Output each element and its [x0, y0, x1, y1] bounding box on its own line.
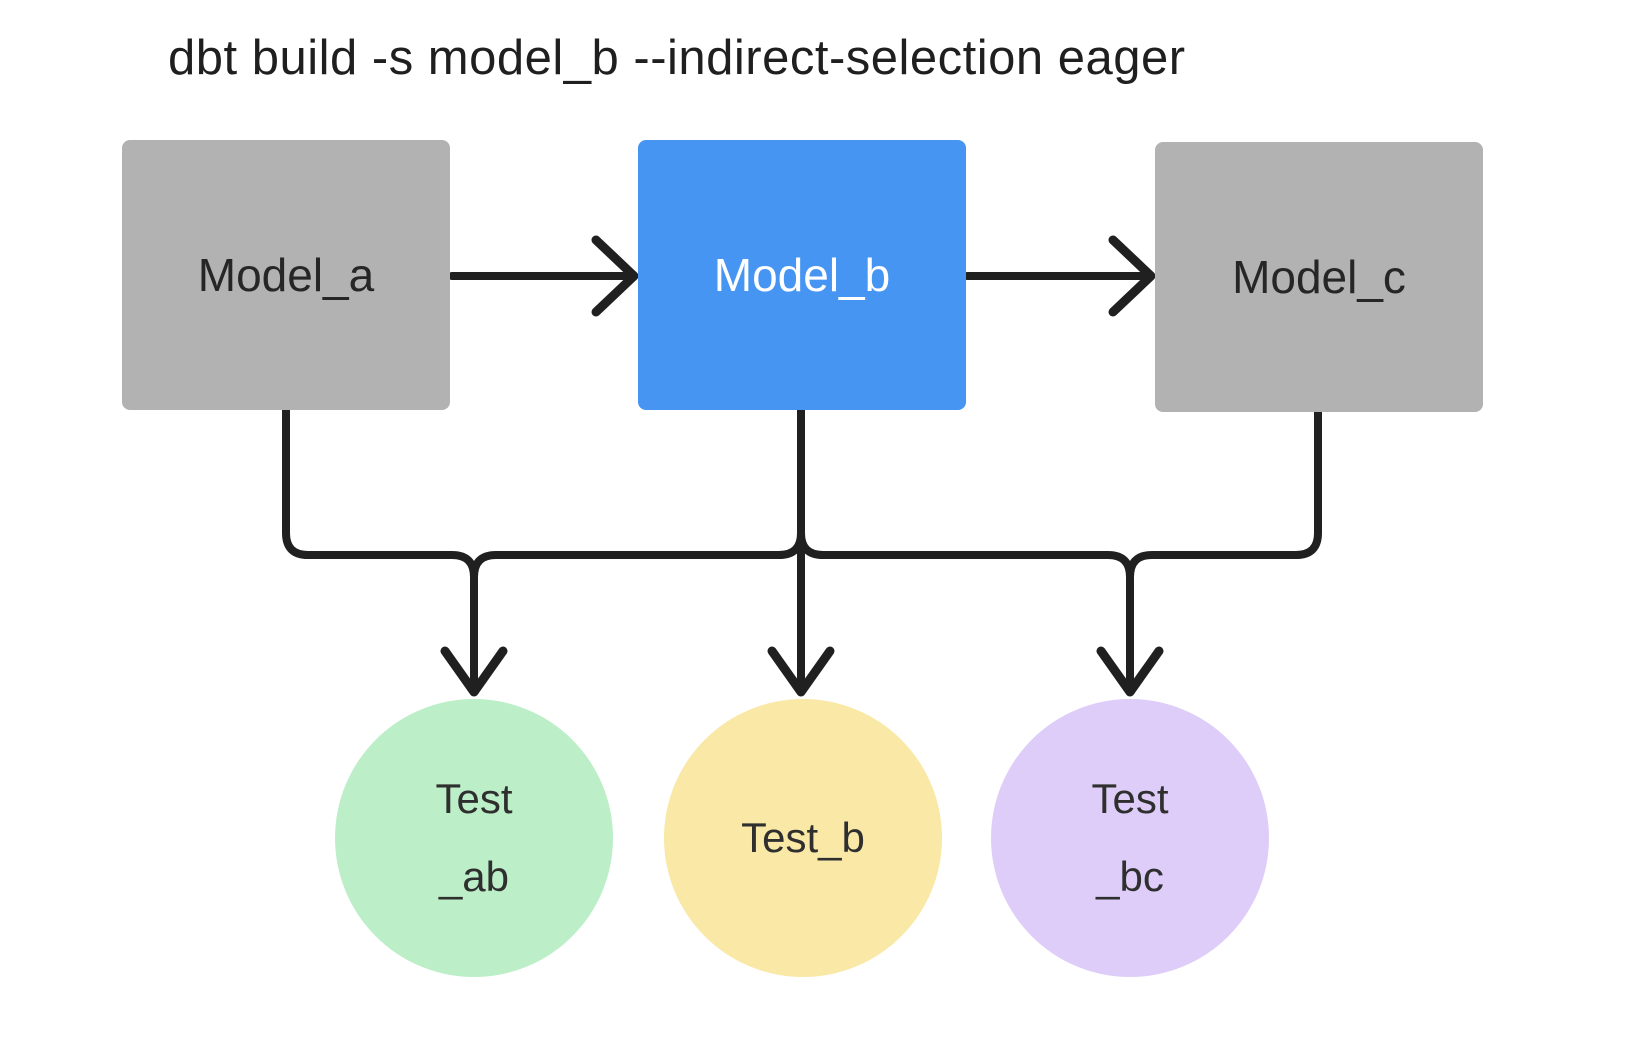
node-model-b: Model_b: [638, 140, 966, 410]
node-test-b: Test_b: [664, 699, 942, 977]
node-test-bc-label-line2: _bc: [1096, 853, 1164, 900]
arrowhead-test-bc: [1096, 646, 1164, 697]
node-test-ab-label-line2: _ab: [438, 853, 510, 900]
arrowhead-test-b: [767, 646, 835, 697]
node-test-bc: Test _bc: [991, 699, 1269, 977]
node-model-a-label: Model_a: [197, 249, 375, 301]
node-test-bc-label-line1: Test: [1091, 775, 1169, 823]
node-test-ab: Test _ab: [335, 699, 613, 977]
arrow-model-a-to-model-b: [448, 235, 639, 317]
edge-model-c-to-test-bc: [1126, 408, 1322, 686]
node-model-c-label: Model_c: [1232, 251, 1406, 303]
node-model-c: Model_c: [1155, 142, 1483, 412]
node-model-a: Model_a: [122, 140, 450, 410]
edge-model-b-to-test-bc: [797, 406, 1134, 686]
node-test-ab-label-line1: Test: [435, 775, 513, 823]
node-model-b-label: Model_b: [713, 249, 891, 301]
command-title: dbt build -s model_b --indirect-selectio…: [168, 31, 1186, 85]
node-test-b-label-line1: Test_b: [741, 814, 865, 862]
edge-model-b-to-test-ab: [470, 406, 805, 686]
arrowhead-test-ab: [440, 646, 508, 697]
edge-model-a-to-test-ab: [282, 406, 478, 686]
arrow-model-b-to-model-c: [963, 235, 1156, 317]
